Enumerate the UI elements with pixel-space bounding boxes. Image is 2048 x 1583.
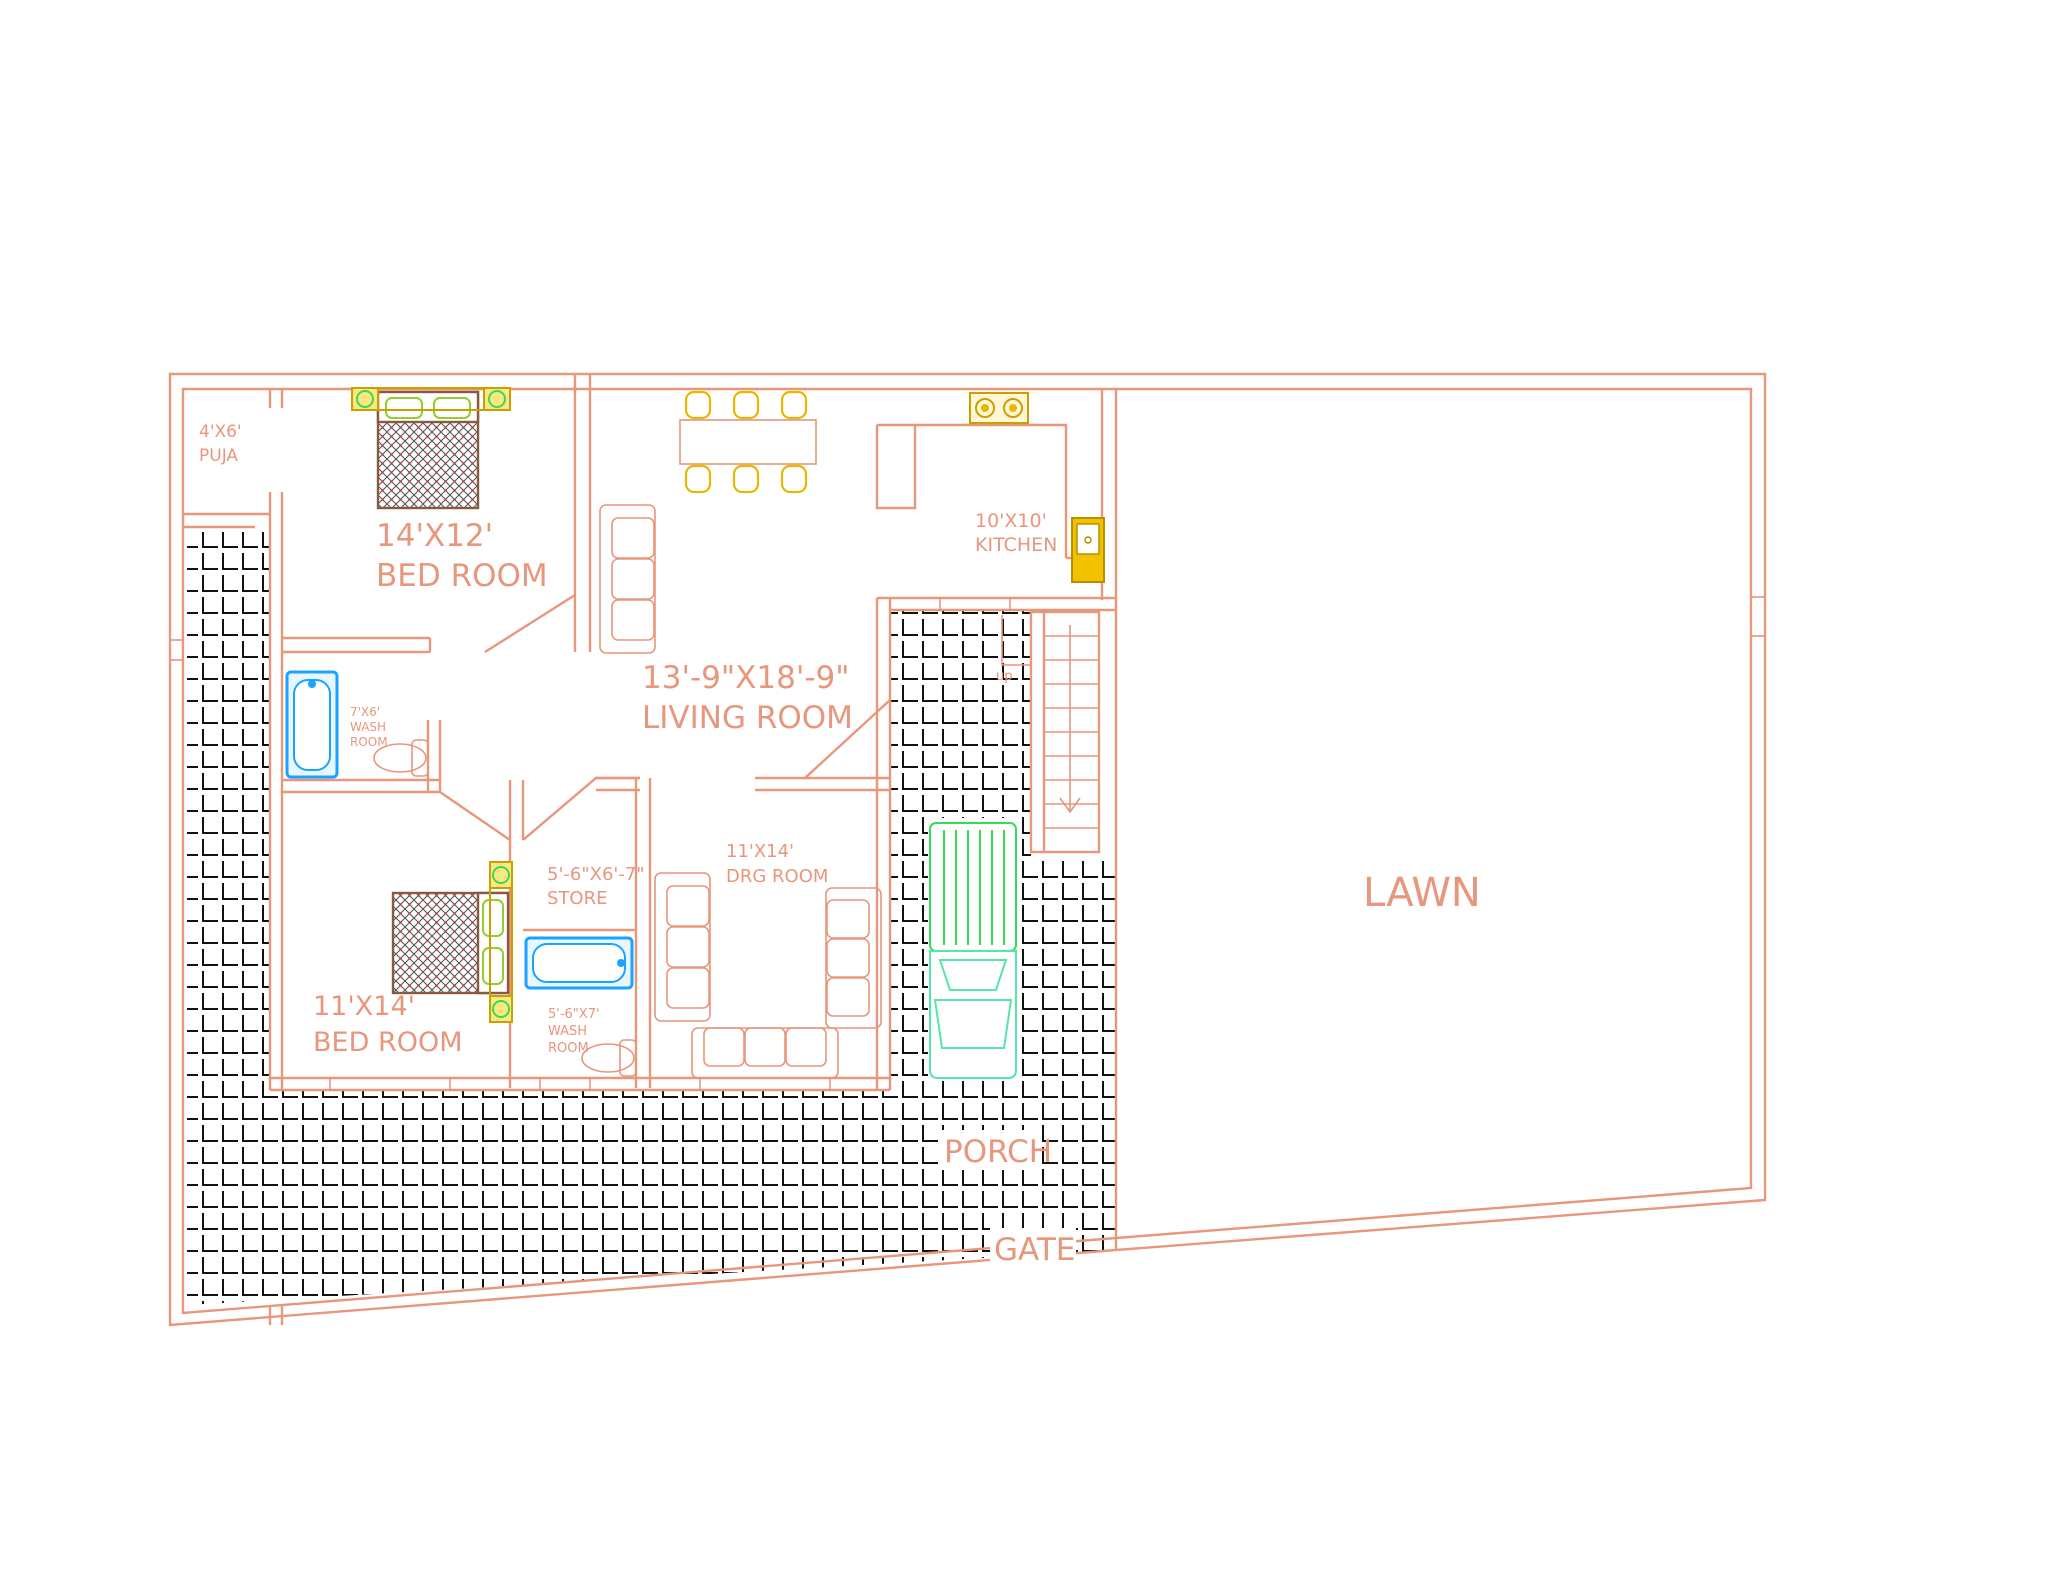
wash-room-1-line1-label: WASH [350,720,386,734]
store-size-label: 5'-6"X6'-7" [547,864,645,885]
kitchen-name-label: KITCHEN [975,534,1057,556]
staircase [1001,610,1101,854]
porch-label: PORCH [944,1134,1052,1170]
bed-2 [391,861,513,1023]
drg-sofa-left [654,872,711,1022]
bed-room-2-name-label: BED ROOM [313,1027,463,1058]
wash-room-1-size-label: 7'X6' [350,705,380,719]
bed-room-2-size-label: 11'X14' [313,991,415,1022]
bathtub-2 [524,936,634,990]
living-sofa [599,504,656,654]
drg-sofa-bottom [691,1027,839,1079]
gate-label: GATE [994,1232,1075,1268]
bed-1 [351,387,511,510]
interior-walls [183,374,1116,1092]
drg-room-size-label: 11'X14' [726,841,794,862]
puja-name-label: PUJA [199,446,238,466]
puja-size-label: 4'X6' [199,422,242,442]
wc-2 [581,1039,637,1077]
stove [969,392,1029,424]
paving-areas [187,532,1119,1305]
bathtub-1 [285,670,339,779]
lawn-label: LAWN [1363,870,1481,916]
living-room-name-label: LIVING ROOM [642,700,853,736]
room-labels: 4'X6' PUJA 14'X12' BED ROOM 13'-9"X18'-9… [199,422,1481,1268]
drg-sofa-right [825,887,882,1029]
wash-room-1-line2-label: ROOM [350,735,388,749]
drg-room-name-label: DRG ROOM [726,866,828,887]
kitchen-size-label: 10'X10' [975,510,1047,532]
wash-room-2-line1-label: WASH [548,1024,587,1039]
store-name-label: STORE [547,888,607,909]
living-room-size-label: 13'-9"X18'-9" [642,660,850,696]
car [929,822,1017,1079]
stair-up-label: up [996,669,1013,684]
bed-room-1-name-label: BED ROOM [376,558,548,594]
wash-room-2-size-label: 5'-6"X7' [548,1007,600,1022]
kitchen-sink [1071,517,1105,583]
wc-1 [373,739,429,777]
dining-table [679,390,817,494]
wash-room-2-line2-label: ROOM [548,1041,589,1056]
bed-room-1-size-label: 14'X12' [376,518,493,554]
